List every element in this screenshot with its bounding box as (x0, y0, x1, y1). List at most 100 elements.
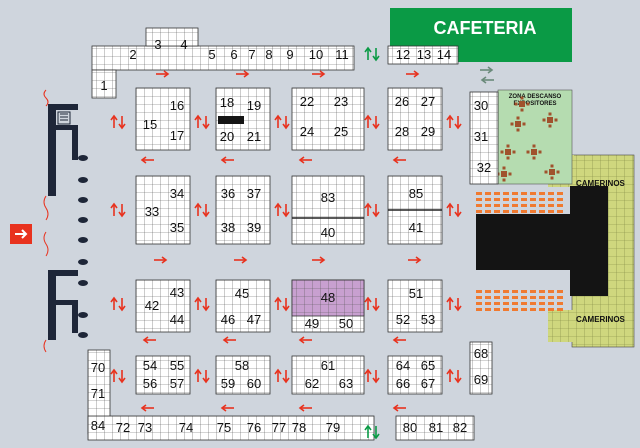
seat (539, 192, 545, 195)
arrow-up-down-icon (274, 114, 290, 130)
stand-label: 2 (129, 47, 136, 62)
stand-block[interactable] (387, 87, 443, 151)
stand-block[interactable] (215, 175, 271, 245)
rest-zone-line2: EXPOSITORES (514, 101, 557, 107)
arrow-left-icon (392, 156, 406, 164)
stand-block[interactable] (469, 91, 499, 185)
arrow-right-icon (312, 70, 326, 78)
seat (512, 204, 518, 207)
seat (530, 192, 536, 195)
stand-label: 70 (91, 360, 105, 375)
stand-label: 69 (474, 372, 488, 387)
stand-label: 63 (339, 376, 353, 391)
arrow-up-down-icon (364, 202, 380, 218)
seat (476, 290, 482, 293)
stand-block[interactable] (135, 355, 191, 395)
stand-block[interactable] (291, 355, 365, 395)
rest-zone[interactable] (497, 89, 573, 185)
seat (503, 210, 509, 213)
stand-label: 35 (170, 220, 184, 235)
seat (530, 308, 536, 311)
stand-label: 21 (247, 129, 261, 144)
stand-48-highlight[interactable] (291, 279, 365, 317)
seat (512, 296, 518, 299)
stand-block[interactable] (91, 69, 117, 99)
stand-block[interactable] (387, 355, 443, 395)
arrow-left-icon (298, 336, 312, 344)
arrow-left-icon (392, 404, 406, 412)
plant-icon (526, 144, 542, 160)
stand-label: 29 (421, 124, 435, 139)
stand-block[interactable] (215, 279, 271, 333)
seat (503, 204, 509, 207)
camerinos-top-label: CAMERINOS (576, 179, 626, 188)
entrance-sign[interactable] (10, 224, 32, 244)
seat (485, 296, 491, 299)
plant-icon (510, 116, 526, 132)
stand-block[interactable] (291, 175, 365, 245)
plant-icon (542, 112, 558, 128)
seat (530, 296, 536, 299)
stand-label: 65 (421, 358, 435, 373)
arrow-left-icon (140, 156, 154, 164)
seat (521, 302, 527, 305)
stand-label: 62 (305, 376, 319, 391)
stand-block[interactable] (469, 341, 493, 395)
stand-block[interactable] (395, 415, 475, 441)
stand-label: 32 (477, 160, 491, 175)
seat (485, 290, 491, 293)
arrow-right-icon (156, 70, 170, 78)
arrow-up-down-icon (194, 202, 210, 218)
stand-label: 54 (143, 358, 157, 373)
seat (557, 290, 563, 293)
stand-label: 71 (91, 386, 105, 401)
plant-icon (500, 144, 516, 160)
flow-arrows (110, 46, 494, 440)
seat (548, 210, 554, 213)
stand-label: 79 (326, 420, 340, 435)
seat (476, 308, 482, 311)
arrow-left-icon (298, 404, 312, 412)
stand-label: 4 (180, 37, 187, 52)
stand-block[interactable] (135, 175, 191, 245)
stand-label: 73 (138, 420, 152, 435)
arrow-up-down-icon (446, 114, 462, 130)
seat (539, 290, 545, 293)
stand-block[interactable] (387, 45, 459, 65)
seat (557, 204, 563, 207)
seat (485, 198, 491, 201)
stand-label: 3 (154, 37, 161, 52)
seat (485, 204, 491, 207)
arrow-left-icon (480, 76, 494, 84)
stand-block[interactable] (135, 87, 191, 151)
stand-block[interactable] (145, 27, 199, 47)
stand-18-bar (218, 116, 244, 124)
arrow-right-icon (234, 256, 248, 264)
seat (476, 198, 482, 201)
stand-label: 64 (396, 358, 410, 373)
stand-block[interactable] (215, 355, 271, 395)
stand-label: 34 (170, 186, 184, 201)
camerinos-bottom-label: CAMERINOS (576, 315, 626, 324)
arrow-up-down-icon (194, 368, 210, 384)
plant-icon (544, 164, 560, 180)
stand-label: 49 (305, 316, 319, 331)
stand-block[interactable] (91, 45, 355, 71)
stand-block[interactable] (87, 415, 375, 441)
stand-label: 18 (220, 95, 234, 110)
seat (494, 308, 500, 311)
seat (530, 302, 536, 305)
stand-label: 31 (474, 129, 488, 144)
seat (476, 296, 482, 299)
stand-label: 36 (221, 186, 235, 201)
stand-block[interactable] (291, 87, 365, 151)
stand-label: 38 (221, 220, 235, 235)
seat (557, 210, 563, 213)
seat (512, 302, 518, 305)
stand-block[interactable] (135, 279, 191, 333)
stand-block[interactable] (387, 279, 443, 333)
stand-label: 68 (474, 346, 488, 361)
